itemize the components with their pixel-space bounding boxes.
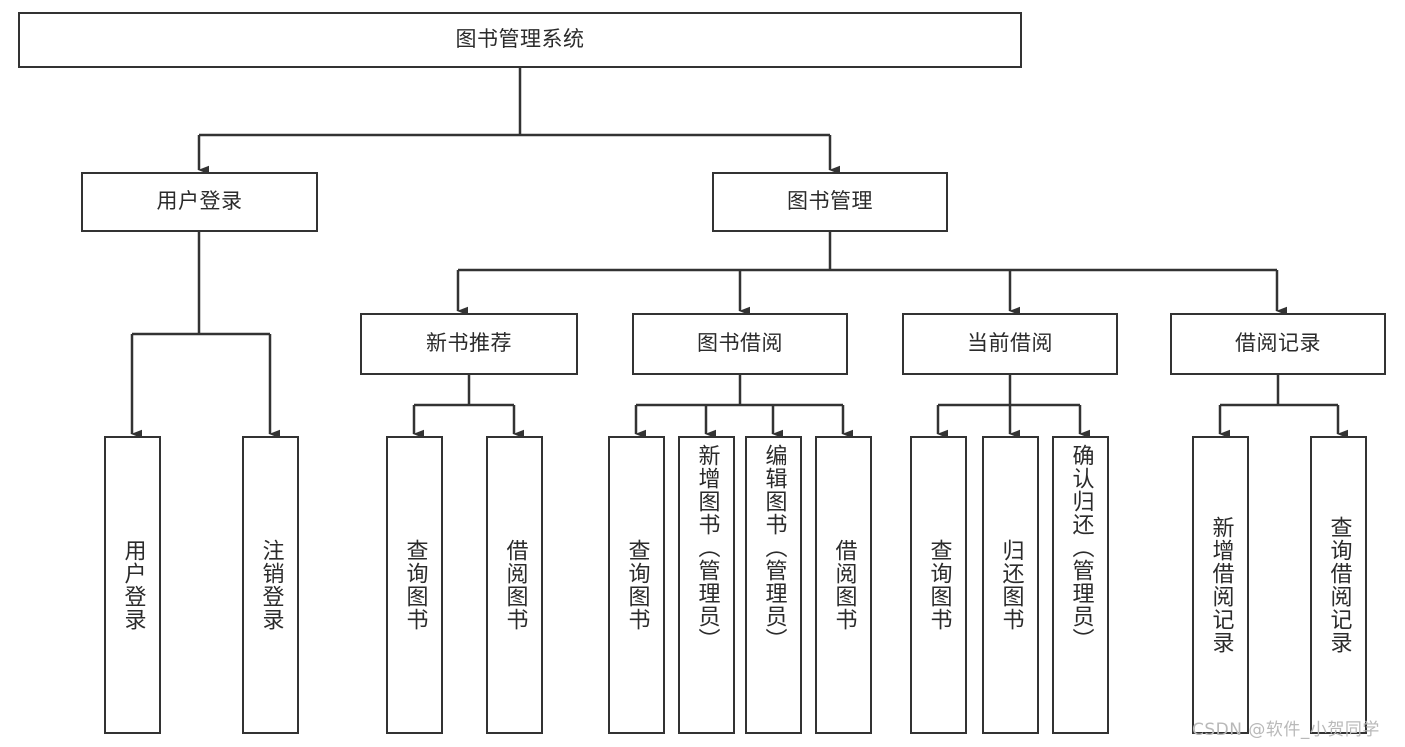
node-leaf-logout-label: 注销登录 [258,539,284,631]
node-book-management: 图书管理 [712,172,948,232]
node-new-book-recommend: 新书推荐 [360,313,578,375]
node-leaf-query-book-borrow-label: 查询图书 [624,539,650,631]
node-leaf-query-book-current-label: 查询图书 [926,539,952,631]
node-leaf-borrow-book-label: 借阅图书 [831,539,857,631]
node-leaf-add-record-label: 新增借阅记录 [1208,516,1234,654]
node-leaf-user-login-label: 用户登录 [120,539,146,631]
node-leaf-return-book-label: 归还图书 [998,539,1024,631]
node-leaf-borrow-book: 借阅图书 [815,436,872,734]
node-current-borrow: 当前借阅 [902,313,1118,375]
node-leaf-query-book-current: 查询图书 [910,436,967,734]
tree-connectors [130,68,1348,439]
node-leaf-add-book: 新增图书（管理员） [678,436,735,734]
node-book-borrow: 图书借阅 [632,313,848,375]
node-user-login: 用户登录 [81,172,318,232]
node-leaf-edit-book-label: 编辑图书（管理员） [761,444,787,651]
node-user-login-label: 用户登录 [156,189,243,214]
node-leaf-edit-book: 编辑图书（管理员） [745,436,802,734]
node-borrow-record: 借阅记录 [1170,313,1386,375]
node-leaf-add-record: 新增借阅记录 [1192,436,1249,734]
node-leaf-borrow-book-rec: 借阅图书 [486,436,543,734]
node-leaf-query-book-rec: 查询图书 [386,436,443,734]
node-leaf-query-record-label: 查询借阅记录 [1326,516,1352,654]
csdn-watermark: CSDN @软件_小贺同学 [1192,720,1380,740]
node-borrow-record-label: 借阅记录 [1235,331,1321,356]
node-book-borrow-label: 图书借阅 [697,331,783,356]
node-root-title-label: 图书管理系统 [455,27,585,52]
node-leaf-confirm-return-label: 确认归还（管理员） [1068,444,1094,651]
node-leaf-logout: 注销登录 [242,436,299,734]
node-book-management-label: 图书管理 [787,189,873,214]
node-leaf-add-book-label: 新增图书（管理员） [694,444,720,651]
node-current-borrow-label: 当前借阅 [967,331,1053,356]
node-leaf-query-record: 查询借阅记录 [1310,436,1367,734]
node-leaf-query-book-rec-label: 查询图书 [402,539,428,631]
node-leaf-user-login: 用户登录 [104,436,161,734]
node-root-title: 图书管理系统 [18,12,1022,68]
node-leaf-return-book: 归还图书 [982,436,1039,734]
node-leaf-query-book-borrow: 查询图书 [608,436,665,734]
node-leaf-confirm-return: 确认归还（管理员） [1052,436,1109,734]
node-new-book-recommend-label: 新书推荐 [426,331,512,356]
node-leaf-borrow-book-rec-label: 借阅图书 [502,539,528,631]
